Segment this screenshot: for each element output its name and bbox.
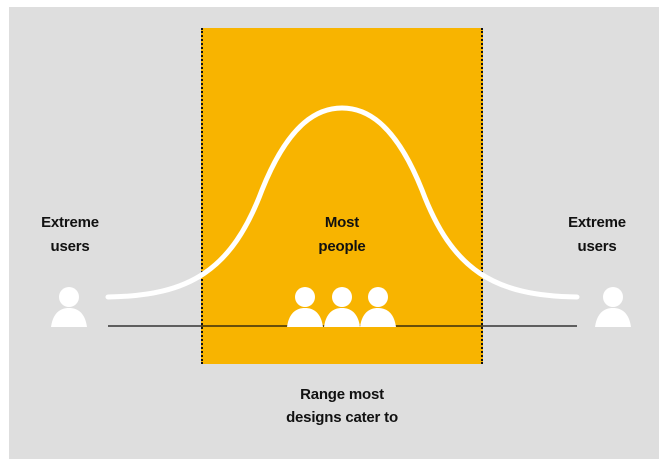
bell-curve bbox=[105, 105, 580, 300]
most-people-line2: people bbox=[318, 238, 366, 255]
group-of-people-icon bbox=[287, 287, 396, 327]
extreme-users-right-label: Extreme users bbox=[547, 211, 647, 259]
range-caption-line2: designs cater to bbox=[286, 409, 398, 426]
extreme-users-right-line1: Extreme bbox=[568, 214, 626, 231]
range-caption-line1: Range most bbox=[300, 386, 384, 403]
range-caption: Range most designs cater to bbox=[232, 383, 452, 429]
extreme-users-right-line2: users bbox=[577, 238, 617, 255]
extreme-users-left-line1: Extreme bbox=[41, 214, 99, 231]
most-people-line1: Most bbox=[324, 214, 360, 231]
most-people-label: Most people bbox=[292, 211, 392, 259]
extreme-users-left-label: Extreme users bbox=[20, 211, 120, 259]
extreme-users-left-line2: users bbox=[50, 238, 90, 255]
person-icon-left bbox=[51, 287, 87, 327]
person-icon-right bbox=[595, 287, 631, 327]
